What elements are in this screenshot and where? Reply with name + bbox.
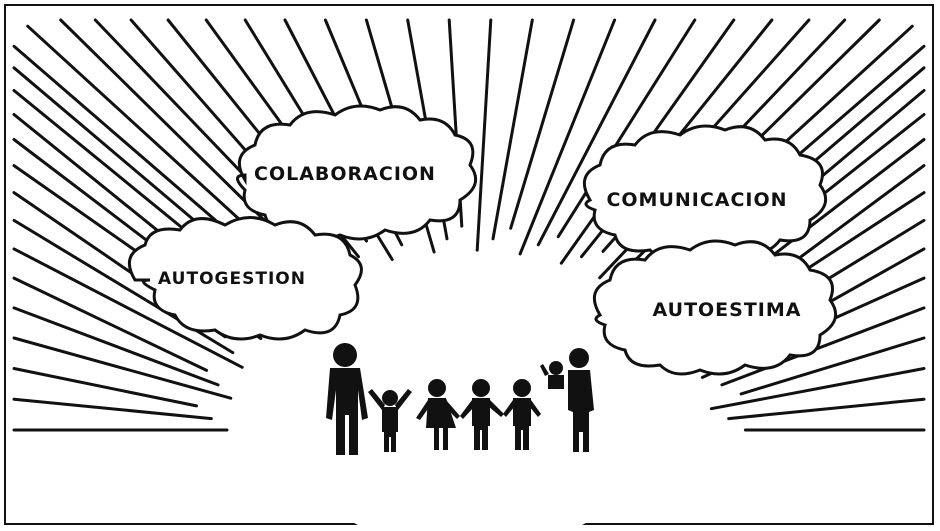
cloud-colaboracion: COLABORACION <box>236 104 478 241</box>
sun-ray <box>12 367 198 408</box>
sun-ray <box>491 18 534 241</box>
cloud-label: AUTOGESTION <box>158 269 306 289</box>
adult-figure <box>326 343 368 455</box>
child-figure <box>416 379 460 450</box>
adult-figure <box>540 348 594 452</box>
child-figure <box>460 379 504 450</box>
sun-ray <box>509 18 576 230</box>
sun-ray <box>12 247 244 369</box>
cloud-autoestima: AUTOESTIMA <box>592 239 838 376</box>
sun-ray <box>12 336 233 400</box>
sun-ray <box>12 276 209 372</box>
sun-ray <box>536 18 657 247</box>
child-figure <box>503 379 541 450</box>
cloud-comunicacion: COMUNICACION <box>582 124 828 261</box>
family-figures <box>326 343 594 455</box>
sun-ray <box>475 18 493 252</box>
cloud-shape <box>592 239 838 376</box>
child-figure <box>368 389 412 452</box>
cloud-shape <box>582 124 828 261</box>
cloud-autogestion: AUTOGESTION <box>127 216 363 341</box>
sun-ray <box>12 397 213 421</box>
cloud-label: COMUNICACION <box>606 189 787 211</box>
sun-ray <box>739 336 926 396</box>
cloud-shape <box>127 216 363 341</box>
cloud-label: AUTOESTIMA <box>653 299 802 321</box>
cloud-label: COLABORACION <box>254 163 436 185</box>
sun-ray <box>12 306 220 387</box>
sun-ray <box>556 18 697 239</box>
sun-ray <box>709 367 926 411</box>
sun-ray <box>518 18 617 256</box>
sun-ray <box>727 397 926 421</box>
sun-ray <box>720 306 926 387</box>
